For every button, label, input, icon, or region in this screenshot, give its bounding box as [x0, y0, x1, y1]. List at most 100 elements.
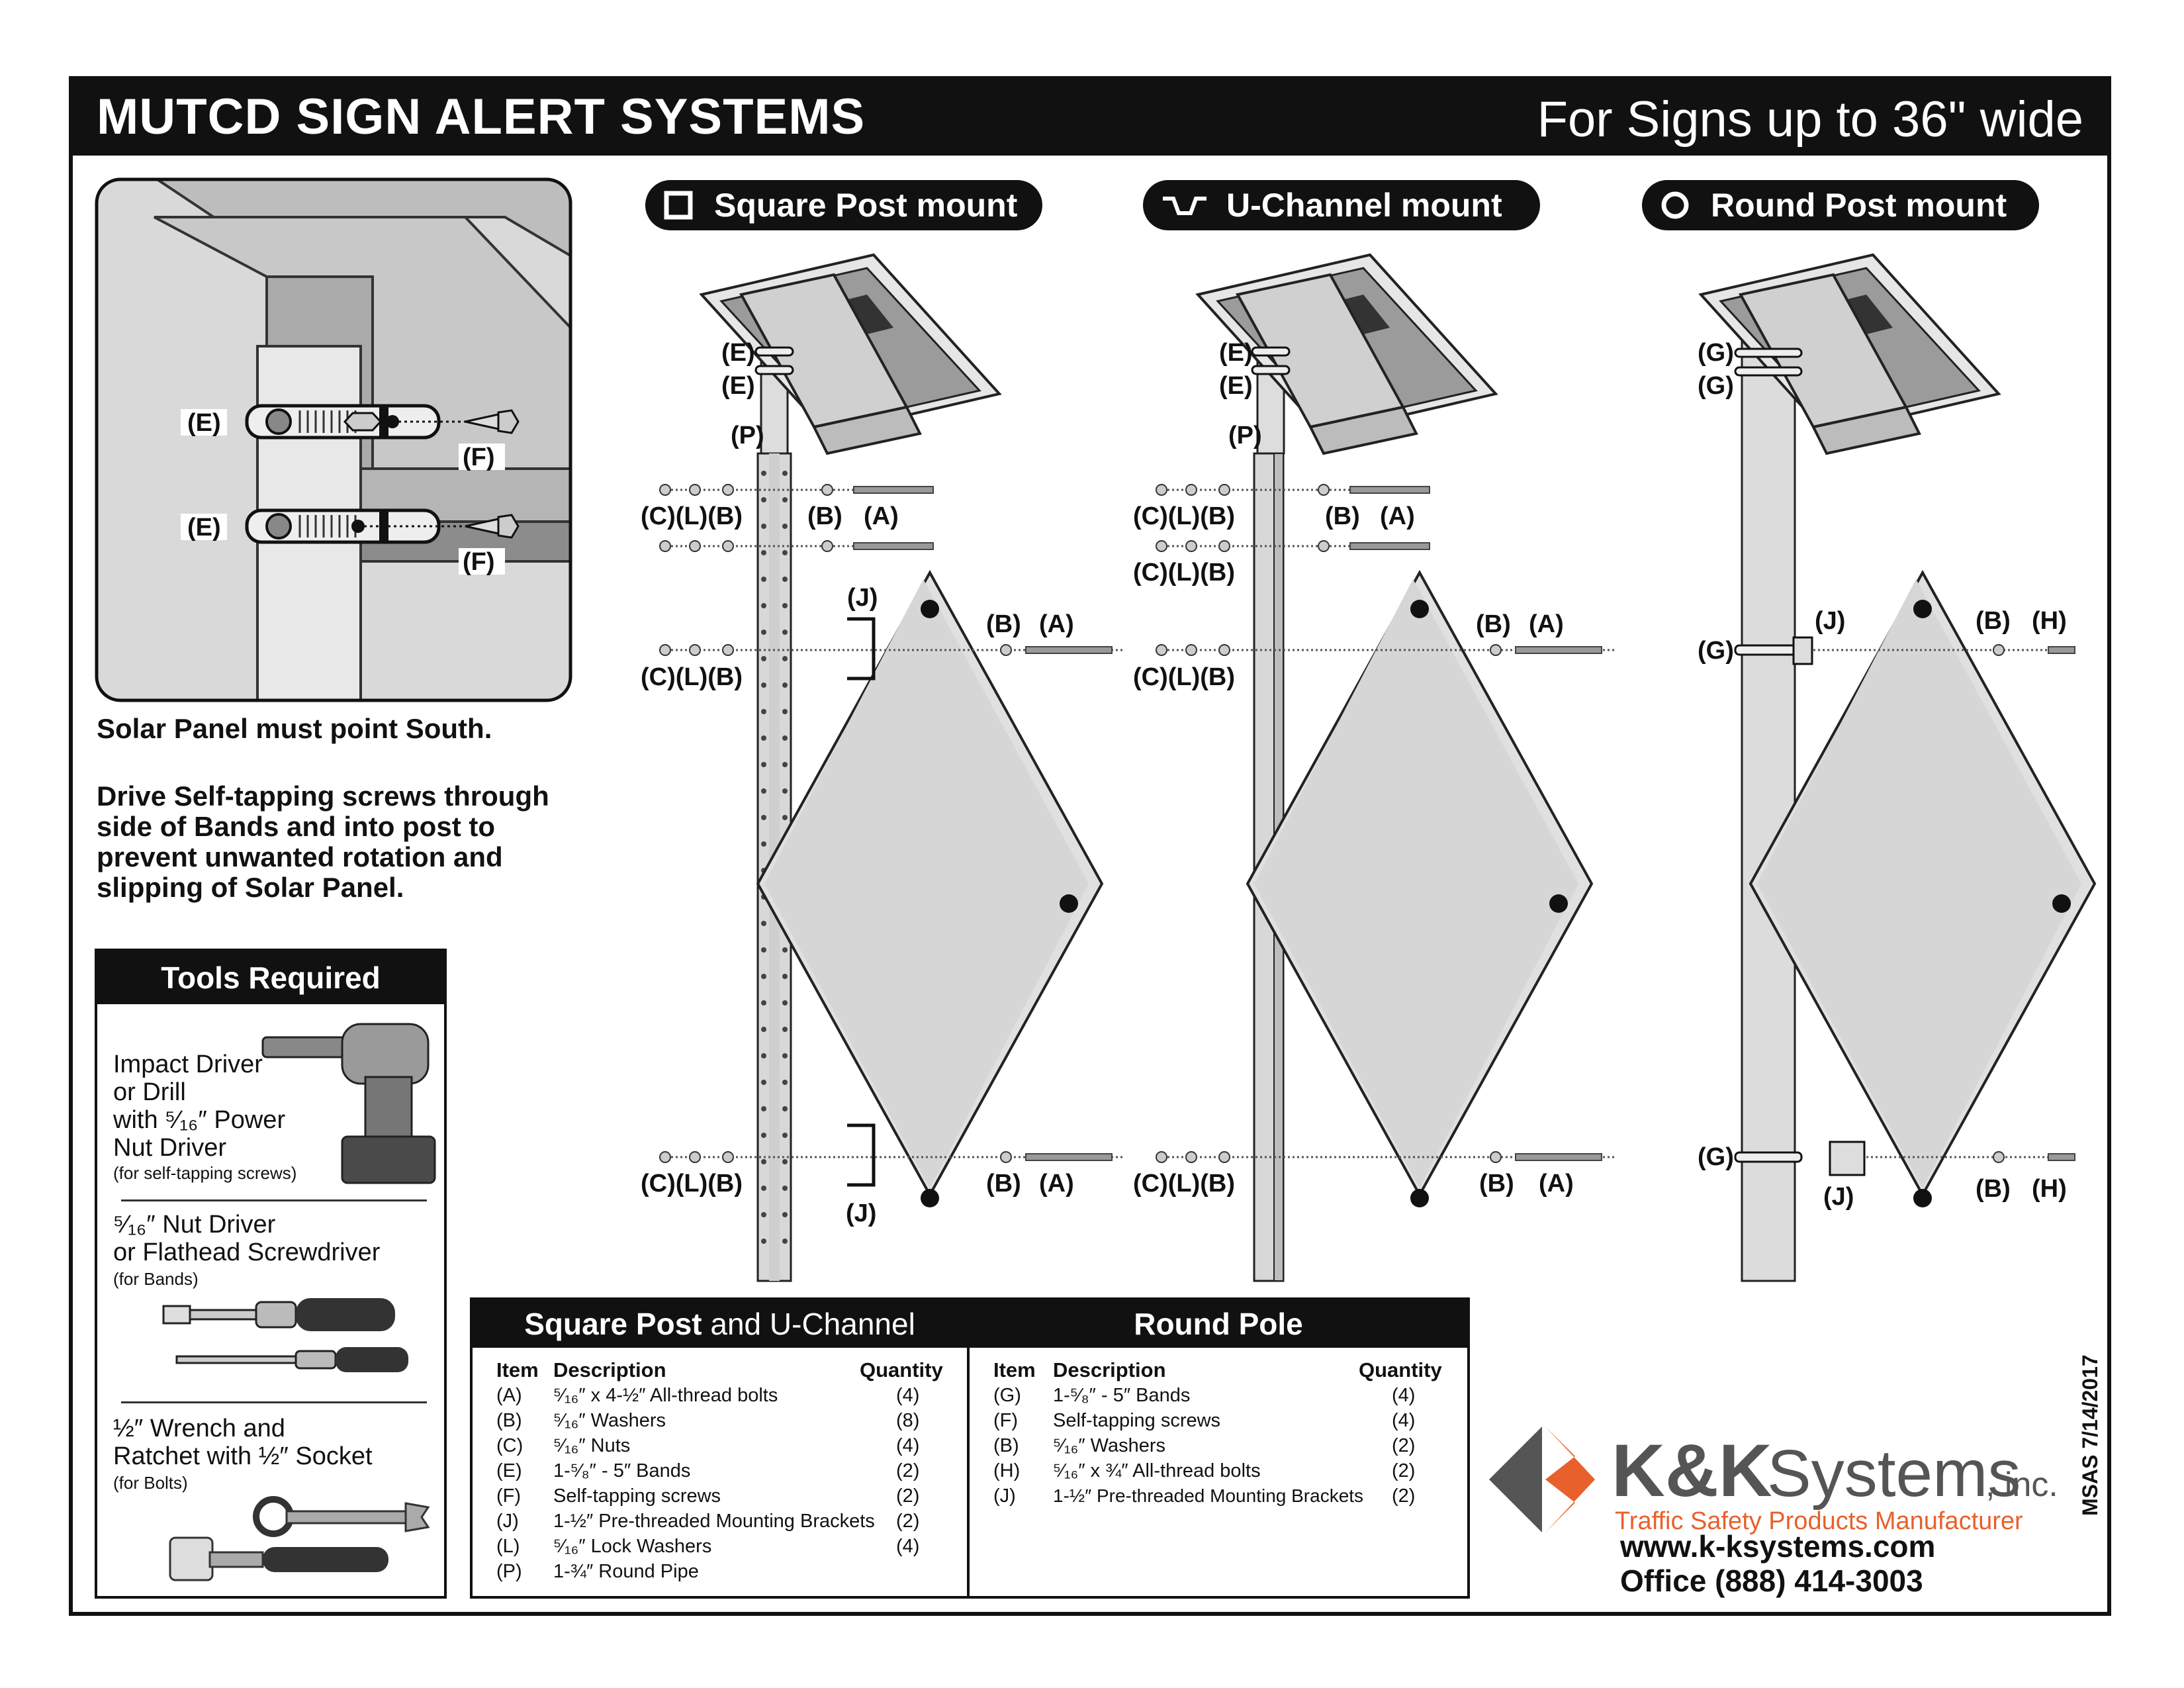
part-label: (A) [1039, 610, 1074, 638]
tool-name-line: Impact Driver [113, 1051, 263, 1078]
row-desc: 1-¾″ Round Pipe [553, 1561, 699, 1582]
u-channel-mount-heading: U-Channel mount [1143, 180, 1540, 230]
parts-table-title: Round Pole [970, 1300, 1467, 1348]
row-item: (A) [496, 1385, 522, 1406]
row-desc: ⁵⁄₁₆″ x ¾″ All-thread bolts [1053, 1460, 1261, 1481]
tool-name-line: ½″ Wrench and [113, 1415, 285, 1442]
col-quantity: Quantity [1359, 1358, 1442, 1382]
row-item: (P) [496, 1561, 522, 1582]
title-bold: Square Post [524, 1307, 702, 1341]
drive-note-line: Drive Self-tapping screws through [97, 780, 549, 812]
logo-systems: Systems [1767, 1436, 2021, 1511]
row-item: (B) [496, 1410, 522, 1431]
col-description: Description [553, 1358, 666, 1382]
company-logo: K&K Systems , inc. Traffic Safety Produc… [1489, 1427, 2058, 1535]
part-label: (B) [1976, 607, 2011, 635]
row-item: (H) [993, 1460, 1021, 1481]
row-item: (L) [496, 1536, 520, 1557]
row-qty: (4) [896, 1536, 920, 1557]
mount-label: U-Channel mount [1226, 187, 1502, 224]
logo-arrow-left-icon [1489, 1427, 1542, 1532]
row-desc: 1-⁵⁄₈″ - 5″ Bands [1053, 1385, 1191, 1406]
part-label: (A) [1380, 502, 1415, 530]
part-label: (A) [1039, 1170, 1074, 1197]
screwdriver-icon [162, 1298, 408, 1372]
logo-inc: , inc. [1985, 1466, 2058, 1504]
part-label: (E) [1219, 339, 1253, 367]
col-description: Description [1053, 1358, 1166, 1382]
col-item: Item [993, 1358, 1036, 1382]
document-code: MSAS 7/14/2017 [2078, 1354, 2102, 1516]
website-link[interactable]: www.k-ksystems.com [1620, 1529, 1936, 1564]
row-qty: (4) [1392, 1410, 1416, 1431]
row-qty: (4) [1392, 1385, 1416, 1406]
row-item: (F) [993, 1410, 1019, 1431]
col-item: Item [496, 1358, 539, 1382]
part-label: (B) [1325, 502, 1360, 530]
logo-arrow-right-icon [1545, 1427, 1595, 1532]
part-label: (G) [1698, 637, 1734, 665]
row-item: (J) [993, 1485, 1016, 1507]
inset-label-f: (F) [463, 548, 495, 576]
tool-wrench-ratchet: ½″ Wrench and Ratchet with ½″ Socket [113, 1415, 373, 1470]
u-channel-icon [1163, 197, 1206, 215]
inset-label-f: (F) [463, 444, 495, 471]
south-note: Solar Panel must point South. [97, 713, 492, 744]
row-item: (C) [496, 1435, 523, 1456]
drive-note-line: side of Bands and into post to [97, 811, 495, 842]
row-qty: (2) [1392, 1460, 1416, 1481]
part-label: (E) [1219, 372, 1253, 400]
part-label: (P) [731, 422, 764, 449]
title-rest: and U-Channel [702, 1307, 915, 1341]
part-label: (G) [1698, 372, 1734, 400]
drive-note-line: slipping of Solar Panel. [97, 872, 404, 903]
phone-number: Office (888) 414-3003 [1620, 1564, 1923, 1598]
row-qty: (2) [896, 1460, 920, 1481]
part-label: (E) [721, 372, 755, 400]
row-desc: 1-½″ Pre-threaded Mounting Brackets [553, 1511, 875, 1532]
wrench-icon [169, 1496, 430, 1581]
tool-name-line: Nut Driver [113, 1134, 227, 1162]
part-label: (B) [986, 610, 1021, 638]
installation-diagrams: (E) (E) (P) (C)(L)(B) (B) (A) (J) (B) (A… [641, 254, 2096, 1282]
part-label: (B) [807, 502, 842, 530]
parts-table-title: Square Post and U-Channel [473, 1300, 967, 1348]
part-label: (C)(L)(B) [1133, 663, 1235, 691]
row-qty: (2) [896, 1511, 920, 1532]
logo-kk: K&K [1612, 1429, 1772, 1512]
part-label: (J) [1823, 1183, 1854, 1211]
part-label: (H) [2032, 1175, 2067, 1203]
mount-label: Round Post mount [1711, 187, 2007, 224]
part-label: (B) [1476, 610, 1511, 638]
mount-label: Square Post mount [714, 187, 1018, 224]
part-label: (B) [1479, 1170, 1514, 1197]
part-label: (C)(L)(B) [641, 502, 743, 530]
part-label: (A) [1529, 610, 1564, 638]
drive-note-line: prevent unwanted rotation and [97, 841, 503, 872]
row-desc: ⁵⁄₁₆″ x 4-½″ All-thread bolts [553, 1385, 778, 1406]
round-post-mount-heading: Round Post mount [1642, 180, 2039, 230]
tool-name-line: ⁵⁄₁₆″ Nut Driver [113, 1211, 276, 1239]
contact-block: www.k-ksystems.com Office (888) 414-3003 [1620, 1529, 1935, 1598]
part-label: (C)(L)(B) [641, 663, 743, 691]
row-desc: Self-tapping screws [553, 1485, 721, 1507]
square-icon [664, 191, 693, 220]
page-subtitle: For Signs up to 36" wide [1537, 91, 2083, 148]
tool-note: (for self-tapping screws) [113, 1163, 297, 1183]
row-item: (B) [993, 1435, 1019, 1456]
row-qty: (2) [1392, 1485, 1416, 1507]
row-desc: ⁵⁄₁₆″ Nuts [553, 1435, 631, 1456]
row-item: (F) [496, 1485, 522, 1507]
row-qty: (2) [896, 1485, 920, 1507]
tools-required-box: Tools Required Impact Driver or Drill wi… [95, 949, 447, 1599]
part-label: (H) [2032, 607, 2067, 635]
part-label: (C)(L)(B) [1133, 1170, 1235, 1197]
part-label: (J) [846, 1199, 876, 1227]
tool-nut-driver: ⁵⁄₁₆″ Nut Driver or Flathead Screwdriver [113, 1211, 380, 1266]
tool-name-line: or Flathead Screwdriver [113, 1239, 381, 1266]
tool-note: (for Bands) [113, 1269, 199, 1289]
drive-note: Drive Self-tapping screws through side o… [97, 781, 549, 903]
square-post-mount-heading: Square Post mount [645, 180, 1042, 230]
part-label: (J) [847, 584, 878, 612]
inset-label-e: (E) [187, 514, 221, 541]
